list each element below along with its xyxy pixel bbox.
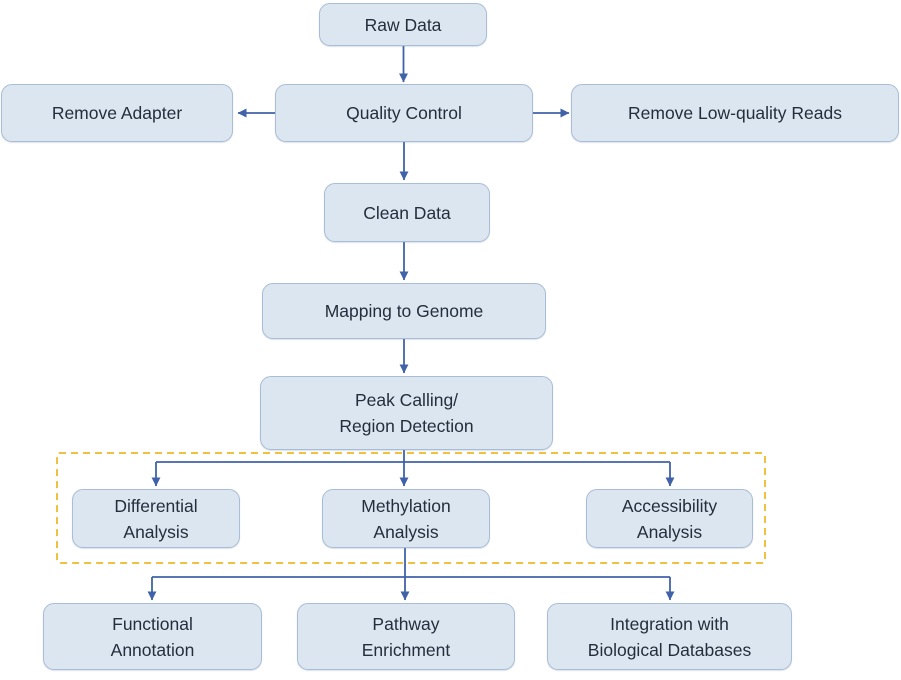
node-differential-analysis: Differential Analysis [72, 489, 240, 548]
node-raw-data: Raw Data [319, 3, 487, 46]
node-pathway-enrichment: Pathway Enrichment [297, 603, 515, 670]
node-mapping-to-genome: Mapping to Genome [262, 283, 546, 339]
node-remove-adapter: Remove Adapter [1, 84, 233, 142]
node-integration-biological-databases: Integration with Biological Databases [547, 603, 792, 670]
node-accessibility-analysis: Accessibility Analysis [586, 489, 753, 548]
node-peak-calling-region-detection: Peak Calling/ Region Detection [260, 376, 553, 450]
node-clean-data: Clean Data [324, 183, 490, 242]
node-functional-annotation: Functional Annotation [43, 603, 262, 670]
node-quality-control: Quality Control [275, 84, 533, 142]
node-methylation-analysis: Methylation Analysis [322, 489, 490, 548]
node-remove-low-quality-reads: Remove Low-quality Reads [571, 84, 899, 142]
